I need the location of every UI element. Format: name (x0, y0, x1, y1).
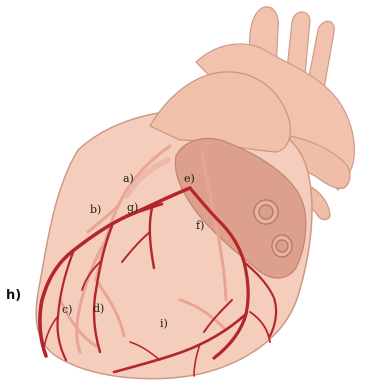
label-e: e) (184, 173, 195, 184)
label-d: d) (93, 303, 104, 314)
label-i: i) (160, 318, 168, 329)
label-g: g) (127, 202, 138, 213)
label-a: a) (123, 173, 134, 184)
label-c: c) (62, 304, 72, 315)
label-f: f) (196, 220, 204, 231)
label-b: b) (90, 204, 101, 215)
label-h: h) (6, 289, 21, 302)
